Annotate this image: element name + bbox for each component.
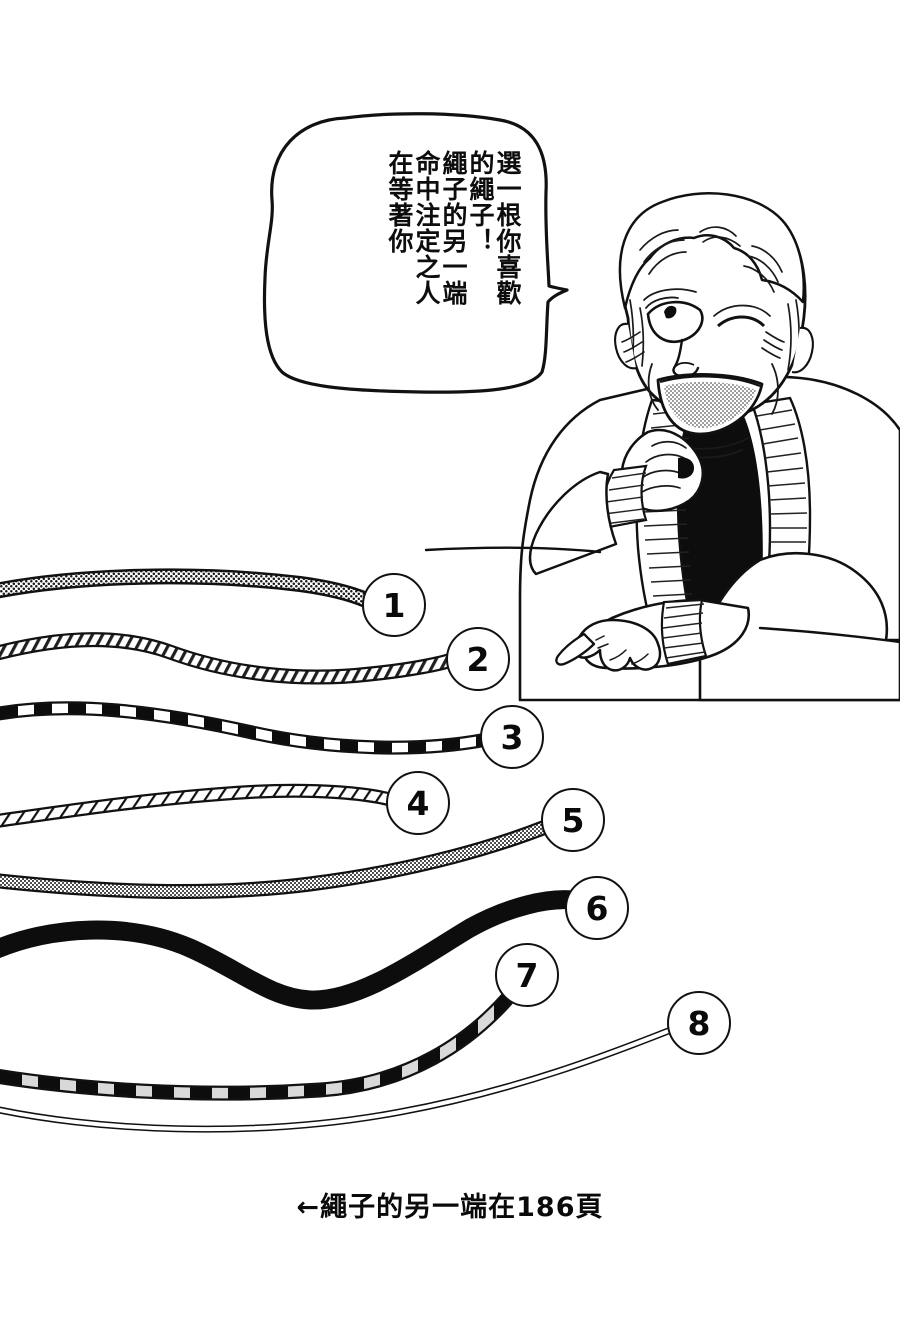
bottom-caption: ←繩子的另一端在186頁 (296, 1192, 604, 1223)
rope-marker-3[interactable]: 3 (480, 705, 544, 769)
rope-1[interactable] (0, 568, 374, 608)
rope-marker-2[interactable]: 2 (446, 627, 510, 691)
rope-marker-6[interactable]: 6 (565, 876, 629, 940)
rope-marker-1[interactable]: 1 (362, 573, 426, 637)
rope-marker-7[interactable]: 7 (495, 943, 559, 1007)
table-edge (424, 546, 900, 644)
rope-4[interactable] (0, 783, 399, 828)
rope-8[interactable] (0, 1024, 680, 1133)
elderly-woman-character (518, 192, 900, 702)
rope-2[interactable] (0, 632, 463, 685)
rope-marker-8[interactable]: 8 (667, 991, 731, 1055)
rope-6[interactable] (0, 890, 582, 1010)
speech-bubble (262, 112, 569, 394)
rope-marker-4[interactable]: 4 (386, 771, 450, 835)
rope-3[interactable] (0, 701, 491, 755)
rope-5[interactable] (0, 818, 556, 900)
rope-7[interactable] (0, 992, 514, 1101)
rope-marker-5[interactable]: 5 (541, 788, 605, 852)
